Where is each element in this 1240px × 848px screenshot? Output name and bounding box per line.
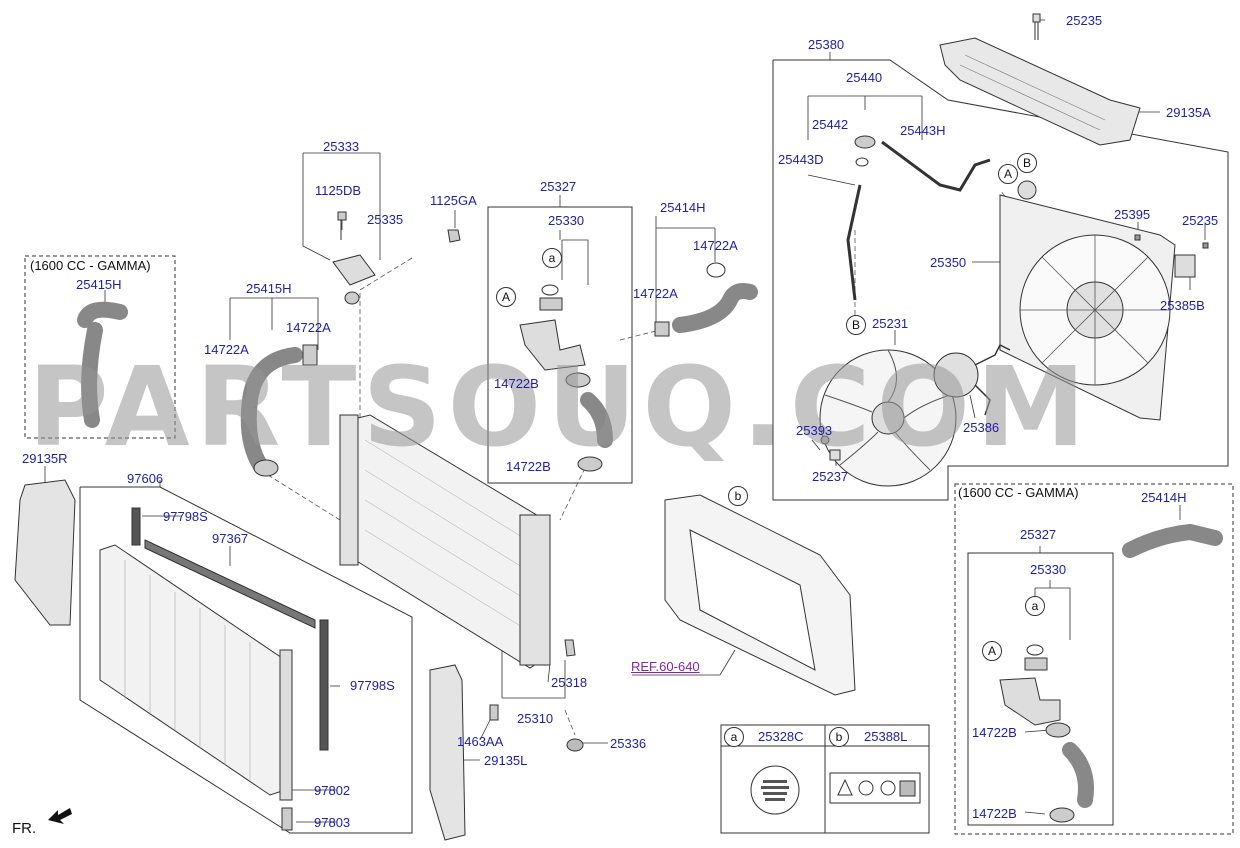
baffle-29135A	[939, 37, 1141, 146]
part-label-25393[interactable]: 25393	[796, 423, 833, 438]
part-label-97802[interactable]: 97802	[314, 783, 351, 798]
fan-motor	[933, 352, 979, 398]
part-label-25235[interactable]: 25235	[1066, 13, 1103, 28]
part-label-14722B-1[interactable]: 14722B	[494, 376, 539, 391]
part-label-25386[interactable]: 25386	[963, 420, 1000, 435]
part-label-25415H-left[interactable]: 25415H	[76, 277, 122, 292]
fr-arrow-icon	[48, 808, 72, 824]
part-label-25414H[interactable]: 25414H	[660, 200, 706, 215]
part-label-25235-mid[interactable]: 25235	[1182, 213, 1219, 228]
part-label-25440[interactable]: 25440	[846, 70, 883, 85]
legend-code-a[interactable]: 25328C	[758, 729, 804, 744]
baffle-29135L	[429, 664, 466, 841]
part-label-14722B-2[interactable]: 14722B	[506, 459, 551, 474]
part-label-14722B-right-1[interactable]: 14722B	[972, 725, 1017, 740]
part-label-29135A[interactable]: 29135A	[1166, 105, 1211, 120]
part-label-97803[interactable]: 97803	[314, 815, 351, 830]
part-label-25443H[interactable]: 25443H	[900, 123, 946, 138]
callout-B-lower: B	[846, 315, 866, 335]
part-label-25336[interactable]: 25336	[610, 736, 647, 751]
part-label-25310[interactable]: 25310	[517, 711, 554, 726]
part-label-25330-right[interactable]: 25330	[1030, 562, 1067, 577]
part-label-25327-right[interactable]: 25327	[1020, 527, 1057, 542]
part-label-25335[interactable]: 25335	[367, 212, 404, 227]
part-label-25385B[interactable]: 25385B	[1160, 298, 1205, 313]
legend-callout-a: a	[724, 727, 744, 747]
part-label-25237[interactable]: 25237	[812, 469, 849, 484]
part-label-97606[interactable]: 97606	[127, 471, 164, 486]
cap-label-icon	[750, 765, 800, 815]
part-label-25231[interactable]: 25231	[872, 316, 909, 331]
part-label-97367[interactable]: 97367	[212, 531, 249, 546]
part-label-25443D[interactable]: 25443D	[778, 152, 824, 167]
callout-A-center: A	[496, 287, 516, 307]
part-label-29135L[interactable]: 29135L	[484, 753, 528, 768]
part-label-14722B-right-2[interactable]: 14722B	[972, 806, 1017, 821]
variant-box-left	[24, 255, 176, 439]
variant-label-left: (1600 CC - GAMMA)	[30, 258, 151, 273]
legend-code-b[interactable]: 25388L	[864, 729, 908, 744]
part-label-29135R[interactable]: 29135R	[22, 451, 68, 466]
part-label-14722A-r1[interactable]: 14722A	[693, 238, 738, 253]
part-label-1125DB[interactable]: 1125DB	[315, 183, 362, 198]
part-label-14722A-r2[interactable]: 14722A	[633, 286, 678, 301]
direction-label: FR.	[12, 820, 37, 837]
baffle-29135R	[14, 479, 76, 626]
callout-a-right: a	[1025, 596, 1045, 616]
ref-link[interactable]: REF.60-640	[631, 659, 700, 674]
part-label-25330[interactable]: 25330	[548, 213, 585, 228]
callout-B: B	[1017, 153, 1037, 173]
variant-label-right: (1600 CC - GAMMA)	[958, 485, 1079, 500]
callout-b: b	[728, 486, 748, 506]
part-label-25415H[interactable]: 25415H	[246, 281, 292, 296]
part-label-25327[interactable]: 25327	[540, 179, 577, 194]
part-label-25333[interactable]: 25333	[323, 139, 360, 154]
part-label-14722A-l1[interactable]: 14722A	[286, 320, 331, 335]
hose-group-box-right	[967, 552, 1114, 826]
part-label-25442[interactable]: 25442	[812, 117, 849, 132]
part-label-1463AA[interactable]: 1463AA	[457, 734, 504, 749]
callout-A-right: A	[982, 641, 1002, 661]
callout-A: A	[998, 164, 1018, 184]
condenser	[99, 544, 286, 796]
part-label-97798S-2[interactable]: 97798S	[350, 678, 395, 693]
part-label-97798S-1[interactable]: 97798S	[163, 509, 208, 524]
part-label-14722A-l2[interactable]: 14722A	[204, 342, 249, 357]
part-label-25395[interactable]: 25395	[1114, 207, 1151, 222]
part-label-25380[interactable]: 25380	[808, 37, 845, 52]
callout-a: a	[542, 248, 562, 268]
part-label-1125GA[interactable]: 1125GA	[430, 193, 477, 208]
part-label-25414H-right[interactable]: 25414H	[1141, 490, 1187, 505]
part-label-25318[interactable]: 25318	[551, 675, 588, 690]
legend-callout-b: b	[829, 727, 849, 747]
part-label-25350[interactable]: 25350	[930, 255, 967, 270]
variant-box-right	[954, 483, 1234, 835]
fan-group-outline	[772, 59, 1229, 501]
